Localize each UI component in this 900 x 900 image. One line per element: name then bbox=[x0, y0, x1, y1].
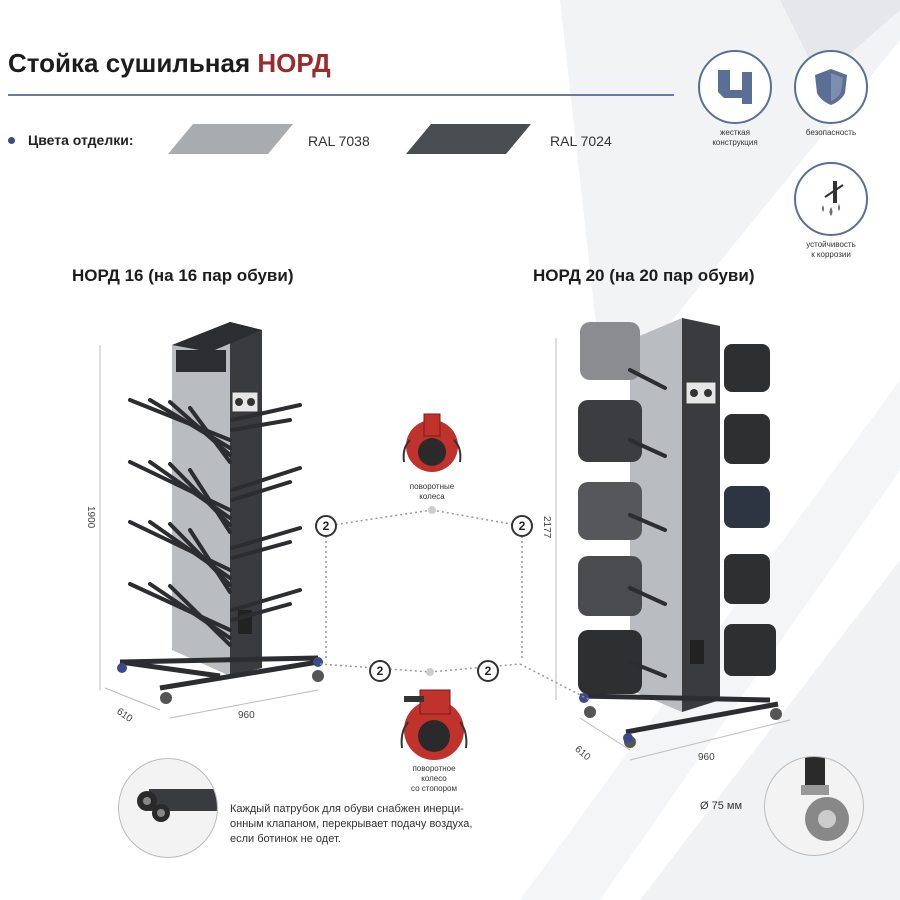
feature-safety-caption: безопасность bbox=[805, 128, 857, 137]
bullet-dot bbox=[8, 137, 15, 144]
rack-nord-16 bbox=[117, 322, 324, 704]
title-underline bbox=[8, 94, 674, 96]
dim-width-nord-16: 960 bbox=[238, 710, 255, 721]
ral-code-light: RAL 7038 bbox=[308, 133, 370, 149]
feature-safety: безопасность bbox=[786, 50, 876, 138]
swatch-ral-7038 bbox=[168, 124, 293, 154]
feature-corrosion: устойчивость к коррозии bbox=[786, 162, 876, 260]
callout-wheel-count: 2 bbox=[477, 660, 499, 682]
colors-label: Цвета отделки: bbox=[28, 132, 134, 148]
callout-wheel-count: 2 bbox=[315, 515, 337, 537]
valve-detail-image bbox=[118, 758, 218, 858]
caster-detail-image bbox=[764, 756, 864, 856]
valve-detail-drawing bbox=[137, 789, 217, 822]
feature-rigid: жесткая конструкция bbox=[690, 50, 780, 148]
dim-width-nord-20: 960 bbox=[698, 752, 715, 763]
dim-height-nord-16: 1900 bbox=[85, 506, 96, 529]
model-nord-20-title: НОРД 20 (на 20 пар обуви) bbox=[533, 266, 755, 285]
swivel-wheel-caption: поворотные колеса bbox=[409, 482, 455, 501]
swivel-wheel-icon bbox=[402, 413, 462, 472]
swatch-ral-7024 bbox=[406, 124, 531, 154]
dim-height-nord-20: 2177 bbox=[541, 516, 552, 539]
model-nord-16-title: НОРД 16 (на 16 пар обуви) bbox=[72, 266, 294, 285]
water-drops-icon bbox=[822, 181, 844, 216]
callout-wheel-count: 2 bbox=[511, 515, 533, 537]
brake-wheel-icon bbox=[400, 689, 468, 760]
page-title: Стойка сушильная НОРД bbox=[8, 48, 331, 79]
rack-nord-20 bbox=[578, 318, 782, 748]
caster-detail-drawing bbox=[801, 757, 849, 841]
feature-rigid-caption: жесткая конструкция bbox=[712, 128, 758, 147]
title-accent: НОРД bbox=[257, 48, 331, 78]
valve-note: Каждый патрубок для обуви снабжен инерци… bbox=[230, 803, 473, 845]
shield-icon bbox=[815, 69, 847, 105]
title-main: Стойка сушильная bbox=[8, 48, 258, 78]
callout-wheel-count: 2 bbox=[369, 660, 391, 682]
product-diagram bbox=[99, 318, 791, 761]
brake-wheel-caption: поворотное колесо со стопором bbox=[411, 764, 457, 793]
rigid-frame-icon bbox=[718, 70, 752, 104]
ral-code-dark: RAL 7024 bbox=[550, 133, 612, 149]
feature-corrosion-caption: устойчивость к коррозии bbox=[806, 240, 856, 259]
wheel-diameter-label: Ø 75 мм bbox=[700, 800, 743, 812]
